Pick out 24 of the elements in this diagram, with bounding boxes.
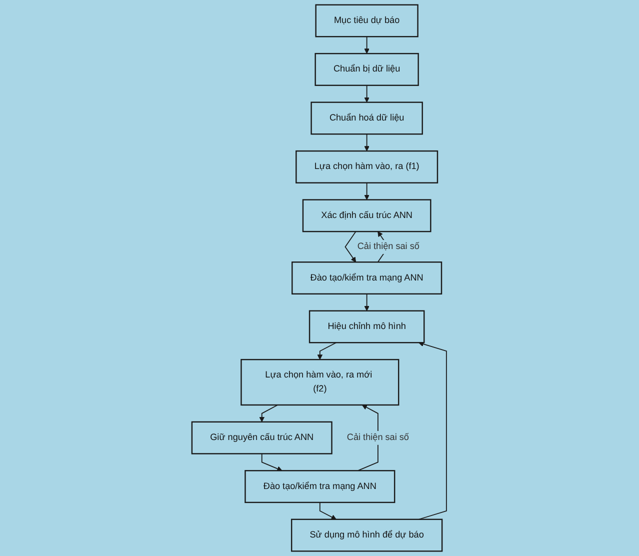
node-box: Sử dụng mô hình để dự báo bbox=[291, 518, 443, 552]
edge-label: Cải thiện sai số bbox=[347, 432, 410, 442]
arrow bbox=[260, 404, 278, 422]
node-box: Xác định cấu trúc ANN bbox=[302, 199, 432, 232]
arrow bbox=[364, 84, 370, 103]
arrow bbox=[418, 341, 448, 520]
arrow bbox=[364, 36, 370, 54]
node-box: Lựa chọn hàm vào, ra (f1) bbox=[296, 150, 438, 184]
node-box: Lựa chọn hàm vào, ra mới (f2) bbox=[240, 358, 400, 406]
node-box: Đào tạo/kiểm tra mạng ANN bbox=[244, 470, 396, 504]
edge-label: Cải thiện sai số bbox=[358, 241, 420, 252]
node-box: Giữ nguyên cấu trúc ANN bbox=[192, 421, 333, 454]
node-box: Mục tiêu dự báo bbox=[316, 4, 419, 38]
arrow bbox=[364, 182, 370, 200]
node-box: Đào tạo/kiểm tra mạng ANN bbox=[292, 262, 442, 294]
arrow bbox=[364, 134, 370, 152]
node-box: Hiệu chỉnh mô hình bbox=[309, 310, 425, 344]
arrow bbox=[364, 293, 370, 312]
node-box: Chuẩn bị dữ liệu bbox=[315, 52, 420, 86]
arrow bbox=[320, 502, 337, 520]
arrow bbox=[344, 231, 357, 262]
node-box: Chuẩn hoá dữ liệu bbox=[310, 102, 424, 135]
arrow bbox=[262, 453, 283, 472]
arrow bbox=[318, 342, 337, 360]
